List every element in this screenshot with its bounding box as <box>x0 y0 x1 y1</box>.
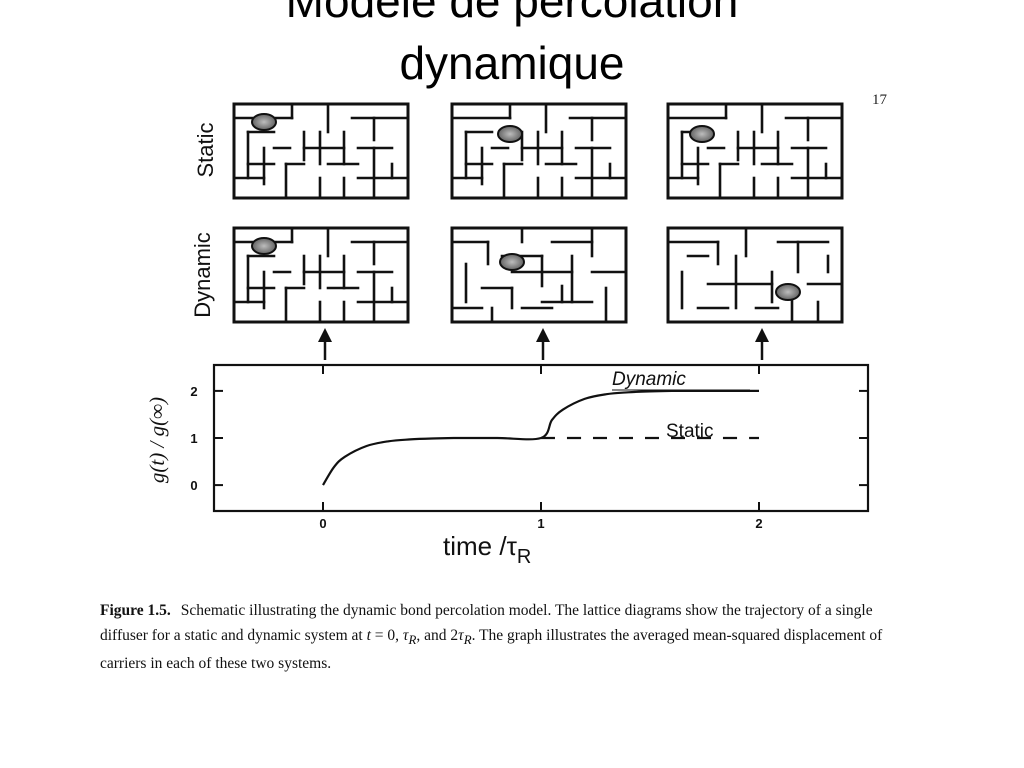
lattice-static-t1 <box>450 102 628 200</box>
lattice-diagrams <box>232 102 844 324</box>
data-series <box>322 389 759 486</box>
x-axis-label-subscript: R <box>517 546 531 568</box>
arrow-t2 <box>755 328 769 360</box>
caption-text-3: , and 2 <box>416 626 459 644</box>
x-tick-label: 2 <box>755 516 762 531</box>
slide-title-line-2: dynamique <box>399 37 625 89</box>
caption-tau-1: τ <box>402 626 409 644</box>
arrow-t0 <box>318 328 332 360</box>
caption-tau-2: τ <box>458 626 464 644</box>
diffuser-particle <box>251 113 277 131</box>
lattice-dynamic-t0 <box>232 226 410 324</box>
caption-text-1: Schematic illustrating the dynamic bond … <box>100 602 873 644</box>
caption-label: Figure 1.5. <box>100 602 171 619</box>
diffuser-particle <box>499 253 525 271</box>
page-number: 17 <box>872 92 887 108</box>
lattice-static-t2 <box>666 102 844 200</box>
slide-title: Modèle de percolation dynamique <box>0 0 1024 94</box>
row-label-dynamic: Dynamic <box>190 232 215 318</box>
x-tick-label: 0 <box>319 516 326 531</box>
lattice-dynamic-t2 <box>666 226 844 324</box>
slide-title-line-1: Modèle de percolation <box>285 0 739 27</box>
caption-t-var: t <box>366 626 371 644</box>
x-axis-label-main: time /τ <box>443 531 518 561</box>
lattice-frame <box>450 226 628 324</box>
diffuser-particle <box>689 125 715 143</box>
caption-text-4: . The graph illustrates the averaged mea… <box>100 626 883 673</box>
lattice-frame <box>666 226 844 324</box>
diffuser-particle <box>251 237 277 255</box>
y-tick-label: 2 <box>190 384 197 399</box>
axis-ticks: 0 1 2 0 1 2 <box>190 365 868 531</box>
caption-r-2: R <box>463 631 472 647</box>
curve-label-dynamic: Dynamic <box>612 369 686 390</box>
caption-text-2: = 0, <box>370 626 403 644</box>
graph: 0 1 2 0 1 2 Dynamic Static g(t) / g(∞) time /… <box>145 363 870 568</box>
diffuser-particle <box>497 125 523 143</box>
curve-label-static: Static <box>666 421 714 442</box>
diffuser-particle <box>775 283 801 301</box>
x-axis-label: time /τR <box>443 531 531 568</box>
x-tick-label: 1 <box>537 516 544 531</box>
y-tick-label: 0 <box>190 478 197 493</box>
row-label-static: Static <box>193 122 218 177</box>
caption-r-1: R <box>408 631 417 647</box>
percolation-figure: Static Dynamic 0 1 2 0 1 2 Dynamic Static g(t… <box>145 102 870 568</box>
lattice-dynamic-t1 <box>450 226 628 324</box>
arrow-t1 <box>536 328 550 360</box>
y-tick-label: 1 <box>190 431 197 446</box>
y-axis-label: g(t) / g(∞) <box>145 397 169 483</box>
lattice-static-t0 <box>232 102 410 200</box>
figure-caption: Figure 1.5.Schematic illustrating the dy… <box>100 599 920 677</box>
